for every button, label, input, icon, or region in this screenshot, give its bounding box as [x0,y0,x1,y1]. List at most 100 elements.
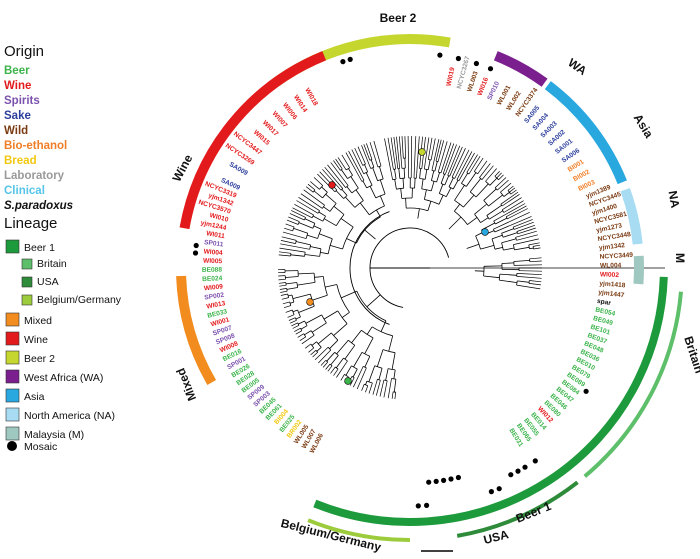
lineage-swatch [5,369,20,384]
origin-item: Spirits [4,95,40,107]
mosaic-dot-icon [424,502,430,508]
clade-label-wa: WA [565,55,589,78]
lineage-item: USA [37,276,59,288]
clade-arc-wine [179,51,327,230]
mosaic-dot-icon [583,388,589,394]
leaf-label: WI002 [600,271,620,279]
mosaic-dot-icon [426,479,432,485]
clade-label-usa: USA [482,527,510,547]
clade-arcs [176,34,683,542]
lineage-item: Beer 2 [24,353,55,365]
origin-title: Origin [4,43,44,60]
clade-label-britain: Britain [681,335,700,375]
clade-arc-m [633,255,644,285]
leaf-label: BE088 [202,267,223,274]
mosaic-dot-icon [347,56,353,63]
leaf-label: WI010 [209,212,230,224]
leaf-label: yjm1418 [599,280,626,289]
lineage-item: Beer 1 [24,242,55,254]
leaf-label: WL004 [600,262,622,269]
tree [277,135,665,400]
node-marker [344,377,352,385]
leaf-label: SA009 [228,161,249,177]
leaf-label: BE033 [207,308,229,320]
mosaic-dot-icon [455,474,461,481]
lineage-item: Britain [37,258,67,270]
leaf-label: WI004 [203,248,223,256]
lineage-swatch [21,276,33,288]
lineage-item: Malaysia (M) [24,429,84,441]
clade-arc-belgium [307,518,411,542]
origin-item: S.paradoxus [4,200,73,212]
node-marker [328,181,336,189]
leaf-label: spar [596,298,611,307]
mosaic-dot-icon [496,486,502,492]
origin-item: Clinical [4,185,45,197]
lineage-title: Lineage [4,215,57,232]
lineage-swatch [5,331,20,346]
mosaic-dot-icon [508,472,514,478]
lineage-swatch [5,312,20,327]
clade-arc-na [620,187,643,245]
mosaic-dot-icon [522,464,528,470]
origin-item: Bread [4,155,37,167]
lineage-swatch [5,407,20,422]
clade-label-beer1: Beer 1 [514,499,554,526]
lineage-item: Wine [24,334,48,346]
lineage-item: Mixed [24,315,52,327]
mosaic-dot-icon [415,503,421,509]
legend: Origin BeerWineSpiritsSakeWildBio-ethano… [4,43,122,453]
leaf-label: WI019 [446,66,457,86]
leaf-labels: yjm1389NCYC3445yjm1400NCYC3581yjm1273NCY… [198,55,634,454]
leaf-label: SP011 [204,239,224,248]
clade-arc-asia [544,81,627,185]
clade-label-mixed: Mixed [173,366,199,403]
origin-item: Wine [4,80,31,92]
mosaic-dot-icon [441,477,447,483]
leaf-label: WI005 [203,258,223,266]
leaf-label: BE054 [595,307,617,318]
mosaic-dots [192,52,589,509]
leaf-label: WI011 [206,230,226,240]
node-marker [418,148,426,156]
mosaic-dot-icon [340,59,346,65]
lineage-swatch [5,350,20,365]
leaf-label: yjm1342 [599,242,626,252]
mosaic-dot-icon [433,478,439,484]
mosaic-dot-icon [473,60,479,67]
origin-item: Beer [4,65,30,77]
mosaic-dot-icon [515,468,521,474]
mosaic-dot-icon [488,489,494,495]
origin-item: Wild [4,125,28,137]
leaf-label: BE024 [202,275,223,283]
clade-label-na: NA [666,190,683,210]
clade-label-asia: Asia [631,111,656,140]
lineage-swatch [21,258,33,270]
lineage-item: Belgium/Germany [37,294,122,306]
origin-item: Bio-ethanol [4,140,67,152]
node-marker [481,228,489,236]
mosaic-label: Mosaic [24,441,57,453]
origin-item: Laboratory [4,170,65,182]
mosaic-dot-icon [437,52,443,58]
clade-label-beer2: Beer 2 [380,11,417,25]
clade-arc-britain [583,291,683,478]
mosaic-dot-icon [448,476,454,482]
mosaic-dot-icon [532,458,538,464]
clade-arc-wa [493,51,548,87]
lineage-swatch [21,294,33,306]
node-markers [306,148,489,385]
origin-list: BeerWineSpiritsSakeWildBio-ethanolBreadL… [4,65,73,212]
mosaic-dot-icon [7,441,17,451]
mosaic-dot-icon [193,242,199,249]
mosaic-dot-icon [455,55,461,62]
leaf-label: NCYC3449 [600,252,634,261]
clade-label-m: M [673,253,687,263]
lineage-swatch [5,426,20,441]
lineage-swatch [5,388,20,403]
clade-label-wine: Wine [170,152,196,184]
mosaic-dot-icon [487,66,494,72]
leaf-label: SP002 [204,292,225,302]
